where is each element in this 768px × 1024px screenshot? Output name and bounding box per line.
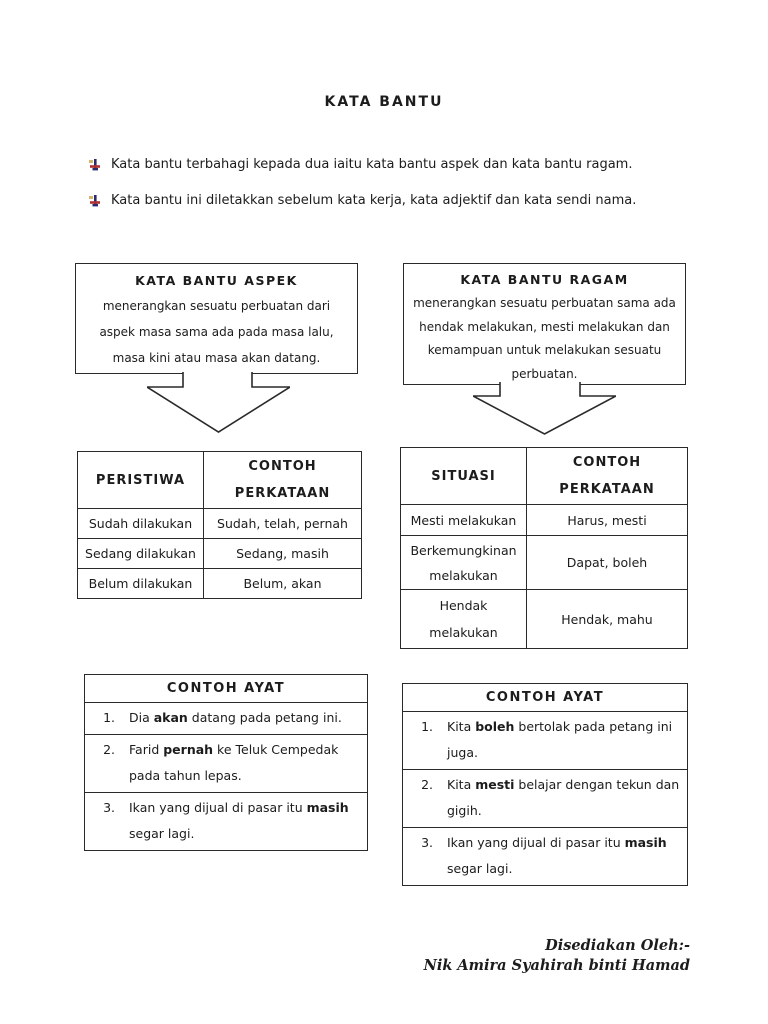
aspek-col2-header: CONTOH PERKATAAN	[203, 451, 362, 509]
table-cell: Dapat, boleh	[526, 535, 688, 590]
sentence-text: Dia akan datang pada petang ini.	[129, 710, 342, 725]
table-cell: Berkemungkinan melakukan	[400, 535, 527, 590]
ragam-box-body: menerangkan sesuatu perbuatan sama ada h…	[413, 296, 676, 381]
aspek-box-body: menerangkan sesuatu perbuatan dari aspek…	[99, 299, 334, 365]
aspek-table: PERISTIWA CONTOH PERKATAAN Sudah dilakuk…	[77, 451, 362, 599]
item-number: 3.	[421, 835, 433, 850]
sentence-text: Ikan yang dijual di pasar itu masih sega…	[129, 800, 349, 841]
ragam-example-box: CONTOH AYAT 1. Kita boleh bertolak pada …	[402, 683, 688, 886]
page-title: KATA BANTU	[324, 94, 444, 110]
prepared-by-credit: Disediakan Oleh:- Nik Amira Syahirah bin…	[424, 936, 690, 976]
example-sentence: 1. Dia akan datang pada petang ini.	[85, 703, 367, 735]
item-number: 2.	[103, 742, 115, 757]
bullet-text: Kata bantu ini diletakkan sebelum kata k…	[111, 193, 637, 208]
example-sentence: 1. Kita boleh bertolak pada petang ini j…	[403, 712, 687, 770]
aspek-example-box: CONTOH AYAT 1. Dia akan datang pada peta…	[84, 674, 368, 851]
sentence-text: Ikan yang dijual di pasar itu masih sega…	[447, 835, 667, 876]
bullet-item: Kata bantu ini diletakkan sebelum kata k…	[88, 191, 708, 210]
ragam-col1-header: SITUASI	[400, 447, 527, 505]
sentence-text: Farid pernah ke Teluk Cempedak pada tahu…	[129, 742, 339, 783]
item-number: 1.	[103, 710, 115, 725]
ragam-example-title: CONTOH AYAT	[403, 684, 687, 712]
down-arrow-icon	[147, 372, 290, 433]
item-number: 2.	[421, 777, 433, 792]
ragam-box-title: KATA BANTU RAGAM	[460, 272, 629, 287]
example-sentence: 2. Farid pernah ke Teluk Cempedak pada t…	[85, 735, 367, 793]
example-sentence: 2. Kita mesti belajar dengan tekun dan g…	[403, 770, 687, 828]
ragam-definition-box: KATA BANTU RAGAM menerangkan sesuatu per…	[403, 263, 686, 385]
table-cell: Harus, mesti	[526, 504, 688, 536]
table-cell: Sudah dilakukan	[77, 508, 204, 539]
table-cell: Belum, akan	[203, 568, 362, 599]
aspek-example-title: CONTOH AYAT	[85, 675, 367, 703]
table-row: Sudah dilakukan Sudah, telah, pernah	[77, 508, 362, 539]
down-arrow-icon	[473, 382, 616, 435]
table-header-row: SITUASI CONTOH PERKATAAN	[400, 447, 688, 505]
table-cell: Sudah, telah, pernah	[203, 508, 362, 539]
table-row: Sedang dilakukan Sedang, masih	[77, 538, 362, 569]
table-cell: Hendak, mahu	[526, 589, 688, 649]
sentence-text: Kita boleh bertolak pada petang ini juga…	[447, 719, 673, 760]
table-cell: Belum dilakukan	[77, 568, 204, 599]
aspek-col1-header: PERISTIWA	[77, 451, 204, 509]
table-cell: Hendak melakukan	[400, 589, 527, 649]
table-row: Hendak melakukan Hendak, mahu	[400, 589, 688, 649]
table-cell: Sedang, masih	[203, 538, 362, 569]
bullet-text: Kata bantu terbahagi kepada dua iaitu ka…	[111, 157, 633, 172]
ragam-table: SITUASI CONTOH PERKATAAN Mesti melakukan…	[400, 447, 688, 649]
bullet-icon	[88, 193, 102, 207]
credit-name: Nik Amira Syahirah binti Hamad	[423, 957, 690, 974]
intro-bullets: Kata bantu terbahagi kepada dua iaitu ka…	[88, 155, 708, 227]
sentence-text: Kita mesti belajar dengan tekun dan gigi…	[447, 777, 680, 818]
table-row: Belum dilakukan Belum, akan	[77, 568, 362, 599]
bullet-icon	[88, 157, 102, 171]
aspek-box-title: KATA BANTU ASPEK	[135, 273, 298, 288]
ragam-col2-header: CONTOH PERKATAAN	[526, 447, 688, 505]
credit-label: Disediakan Oleh:-	[545, 937, 690, 954]
table-cell: Mesti melakukan	[400, 504, 527, 536]
example-sentence: 3. Ikan yang dijual di pasar itu masih s…	[403, 828, 687, 885]
item-number: 1.	[421, 719, 433, 734]
bullet-item: Kata bantu terbahagi kepada dua iaitu ka…	[88, 155, 708, 174]
table-row: Berkemungkinan melakukan Dapat, boleh	[400, 535, 688, 590]
item-number: 3.	[103, 800, 115, 815]
table-cell: Sedang dilakukan	[77, 538, 204, 569]
aspek-definition-box: KATA BANTU ASPEK menerangkan sesuatu per…	[75, 263, 358, 374]
table-header-row: PERISTIWA CONTOH PERKATAAN	[77, 451, 362, 509]
example-sentence: 3. Ikan yang dijual di pasar itu masih s…	[85, 793, 367, 850]
table-row: Mesti melakukan Harus, mesti	[400, 504, 688, 536]
